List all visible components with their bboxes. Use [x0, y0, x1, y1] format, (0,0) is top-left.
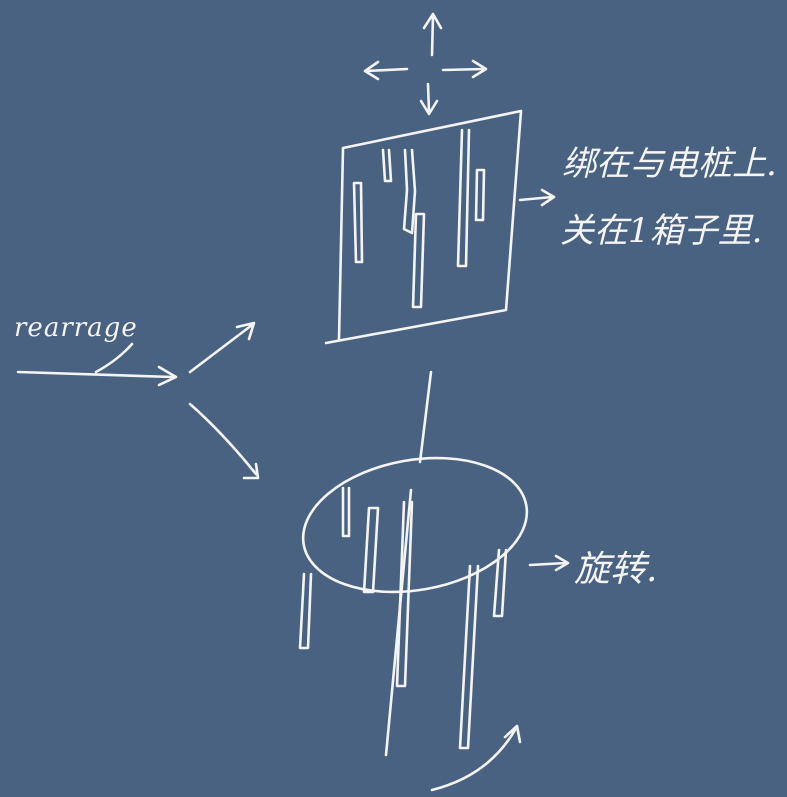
stick-1	[352, 181, 364, 264]
arrow-to-box-labels	[518, 188, 556, 207]
rearrange-arrow	[16, 365, 178, 387]
rotate-label: 旋转.	[574, 549, 658, 590]
move-arrows	[363, 12, 488, 116]
branch-up-arrow	[188, 321, 256, 374]
disk-stick-6	[492, 548, 508, 618]
disk-stick-2	[362, 506, 380, 594]
disk-stick-3	[395, 500, 414, 688]
branch-down-arrow	[188, 402, 260, 480]
stick-3	[402, 148, 417, 235]
stick-5	[456, 128, 471, 268]
rearrange-swoosh	[94, 342, 134, 374]
disk-stick-5	[458, 564, 480, 750]
stick-2	[381, 148, 393, 183]
down-arrow	[419, 82, 439, 116]
tie-to-pole-label: 绑在与电桩上.	[562, 144, 777, 184]
disk-stick-4	[298, 572, 313, 650]
stick-6	[474, 168, 486, 222]
rotation-axis-top	[418, 370, 433, 464]
up-arrow	[422, 12, 443, 57]
left-arrow	[363, 60, 409, 81]
arrow-to-rotate-label	[528, 554, 570, 572]
box-outline	[324, 109, 523, 345]
disk	[301, 456, 529, 594]
disk-stick-1	[341, 486, 351, 538]
disk-group	[298, 370, 529, 792]
stick-4	[411, 212, 426, 309]
rearrange-arrows	[16, 321, 260, 480]
rearrange-label: rearrage	[14, 313, 138, 343]
shut-in-box-label: 关在1箱子里.	[560, 211, 763, 251]
right-arrow	[441, 59, 488, 79]
box-group	[324, 109, 523, 345]
rotation-arrow	[430, 724, 522, 792]
